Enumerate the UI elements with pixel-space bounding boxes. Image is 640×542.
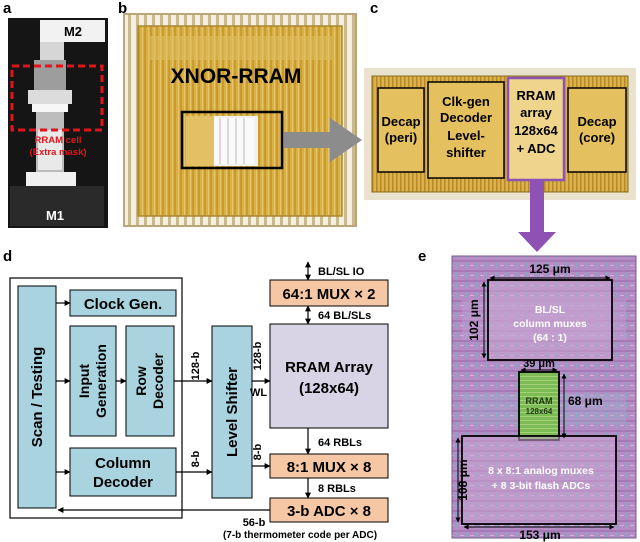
label-128b-right: 128-b	[252, 341, 264, 370]
row-dec-line-2: Decoder	[150, 352, 166, 409]
block-column-decoder	[69, 447, 177, 497]
clk-gen-line-3: Level-	[447, 128, 485, 143]
label-rram-cell: RRAM cell	[35, 135, 82, 146]
label-56b: 56-b	[243, 517, 266, 529]
dim-125: 125 μm	[529, 262, 570, 276]
label-8b-left: 8-b	[190, 450, 202, 467]
dim-108: 108 μm	[456, 459, 470, 500]
row-dec-line-1: Row	[133, 366, 149, 396]
rram-block-line-1: RRAM	[517, 88, 556, 103]
label-m1: M1	[46, 208, 64, 223]
block-rram-array	[269, 323, 389, 429]
panel-a-micrograph	[8, 18, 108, 228]
clk-gen-line-1: Clk-gen	[442, 94, 490, 109]
decap-core-line-2: (core)	[579, 130, 615, 145]
panel-letter-d: d	[3, 248, 13, 265]
panel-e-layout	[451, 255, 637, 539]
label-64-rbls: 64 RBLs	[318, 437, 362, 449]
panel-letter-b: b	[118, 0, 128, 17]
block-clk-gen	[427, 81, 505, 179]
label-blsl-io: BL/SL IO	[318, 266, 365, 278]
scan-testing-label: Scan / Testing	[29, 347, 46, 448]
label-8-rbls: 8 RBLs	[318, 483, 356, 495]
rram-block-line-3: 128x64	[514, 123, 558, 138]
rram-block-line-4: + ADC	[517, 141, 556, 156]
level-shifter-label: Level Shifter	[224, 367, 241, 457]
rram-array-line-2: (128x64)	[299, 380, 359, 397]
dim-153: 153 μm	[519, 528, 560, 542]
label-128b-left: 128-b	[190, 351, 202, 380]
blsl-box-line-2: column muxes	[513, 318, 587, 330]
dim-102: 102 μm	[467, 299, 481, 340]
rram-block-line-2: array	[520, 105, 553, 120]
col-dec-line-2: Decoder	[93, 474, 153, 491]
rram-box-line-2: 128x64	[526, 407, 553, 416]
rram-box-line-1: RRAM	[526, 396, 553, 406]
chip-title: XNOR-RRAM	[171, 65, 302, 88]
block-row-decoder	[125, 325, 175, 437]
adc-label: 3-b ADC × 8	[287, 503, 371, 520]
mux64-label: 64:1 MUX × 2	[283, 286, 376, 303]
block-decap-core	[567, 87, 627, 173]
clk-gen-line-2: Decoder	[440, 110, 492, 125]
label-extra-mask: (Extra mask)	[29, 147, 86, 158]
clk-gen-line-4: shifter	[446, 145, 486, 160]
panel-d-block-diagram	[9, 277, 183, 519]
decap-core-line-1: Decap	[577, 114, 616, 129]
panel-b-chip	[123, 13, 357, 227]
clock-gen-label: Clock Gen.	[84, 296, 162, 313]
block-mux-8-1	[269, 453, 389, 479]
input-gen-line-1: Input	[76, 364, 92, 399]
mux8-label: 8:1 MUX × 8	[287, 459, 372, 476]
rram-array-line-1: RRAM Array	[285, 359, 373, 376]
dim-68: 68 μm	[568, 394, 603, 408]
arrow-c-to-e	[518, 180, 556, 252]
decap-peri-line-1: Decap	[381, 114, 420, 129]
label-8b-right: 8-b	[252, 443, 264, 460]
block-decap-peri	[377, 87, 425, 173]
label-thermometer: (7-b thermometer code per ADC)	[223, 530, 377, 541]
adc-box-line-2: + 8 3-bit flash ADCs	[492, 480, 591, 492]
adc-box-line-1: 8 x 8:1 analog muxes	[488, 465, 594, 477]
panel-letter-e: e	[418, 248, 427, 265]
dim-39: 39 μm	[523, 358, 555, 370]
block-scan-testing	[17, 285, 57, 509]
input-gen-line-2: Generation	[93, 344, 109, 418]
blsl-box-line-3: (64 : 1)	[533, 332, 567, 344]
blsl-box-line-1: BL/SL	[535, 304, 566, 316]
col-dec-line-1: Column	[95, 455, 151, 472]
arrow-b-to-c	[284, 118, 362, 162]
panel-letter-c: c	[370, 0, 379, 17]
label-wl: WL	[250, 387, 267, 399]
panel-letter-a: a	[3, 0, 12, 17]
block-clock-gen	[69, 289, 177, 317]
label-64-blsls: 64 BL/SLs	[318, 310, 371, 322]
block-mux-64-1	[269, 279, 389, 307]
decap-peri-line-2: (peri)	[385, 130, 418, 145]
block-level-shifter	[211, 325, 253, 499]
label-m2: M2	[64, 24, 82, 39]
